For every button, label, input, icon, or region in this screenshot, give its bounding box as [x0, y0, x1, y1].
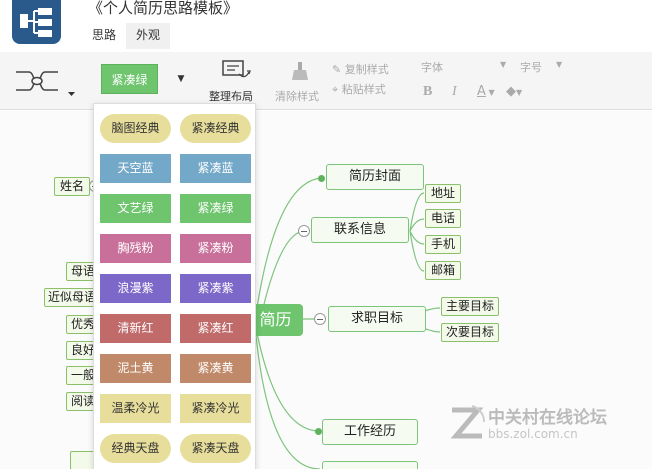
node-dot [318, 175, 325, 182]
theme-option[interactable]: 紧凑经典 [180, 114, 251, 143]
watermark: 中关村在线论坛 bbs.zol.com.cn [448, 400, 648, 450]
mindmap-leaf-secondary-goal[interactable]: 次要目标 [441, 323, 499, 342]
watermark-title: 中关村在线论坛 [488, 408, 607, 428]
toolbar: 紧凑绿 ▼ 整理布局 清除样式 ✎ 复制样式 ⌖ 粘贴样式 字体 ▼ 字号 ▼ … [0, 52, 652, 110]
font-color-button[interactable]: A ▼ [477, 84, 495, 99]
theme-option[interactable]: 紧凑紫 [180, 274, 251, 303]
tab-bar: 思路 外观 [82, 23, 171, 49]
mindmap-node-partial[interactable] [322, 461, 418, 469]
mindmap-leaf-reading[interactable]: 阅读 [66, 392, 100, 411]
structure-icon [16, 71, 58, 91]
theme-option[interactable]: 脑图经典 [100, 114, 171, 143]
theme-option[interactable]: 温柔冷光 [100, 394, 171, 423]
paint-bucket-icon: ◆ [506, 84, 516, 99]
layout-icon [222, 60, 251, 78]
layout-label: 整理布局 [209, 90, 253, 103]
bold-button[interactable]: B [423, 84, 433, 99]
layout-button[interactable]: 整理布局 [205, 58, 263, 103]
theme-option[interactable]: 紧凑黄 [180, 354, 251, 383]
theme-dropdown-button[interactable]: ▼ [172, 64, 190, 94]
theme-option[interactable]: 胸残粉 [100, 234, 171, 263]
theme-dropdown-panel: 脑图经典 紧凑经典 天空蓝 紧凑蓝 文艺绿 紧凑绿 胸残粉 紧凑粉 浪漫紫 紧凑… [93, 103, 256, 469]
mindmap-root[interactable]: 简历 [248, 304, 303, 336]
chevron-down-icon [68, 92, 75, 96]
theme-option[interactable]: 紧凑蓝 [180, 154, 251, 183]
clear-style-label: 清除样式 [275, 90, 319, 103]
collapse-toggle[interactable] [314, 313, 326, 325]
theme-option[interactable]: 文艺绿 [100, 194, 171, 223]
theme-option[interactable]: 紧凑冷光 [180, 394, 251, 423]
document-title: 《个人简历思路模板》 [88, 0, 239, 17]
mindmap-node-objective[interactable]: 求职目标 [328, 306, 426, 332]
mindmap-leaf-primary-goal[interactable]: 主要目标 [441, 297, 499, 316]
chevron-down-icon[interactable]: ▼ [500, 60, 507, 69]
italic-button[interactable]: I [452, 84, 457, 99]
broom-icon [292, 62, 308, 80]
collapse-toggle[interactable] [298, 225, 310, 237]
zol-logo-icon [450, 405, 486, 439]
font-family-select[interactable]: 字体 [421, 61, 443, 74]
mindmap-leaf-mother-tongue[interactable]: 母语 [66, 262, 100, 281]
theme-option[interactable]: 经典天盘 [100, 434, 171, 463]
clear-style-button[interactable]: 清除样式 [272, 58, 328, 103]
mindmap-node-contact[interactable]: 联系信息 [311, 217, 409, 243]
chevron-down-icon: ▼ [516, 88, 523, 97]
theme-option[interactable]: 浪漫紫 [100, 274, 171, 303]
app-logo-icon [12, 0, 61, 44]
theme-option[interactable]: 清新红 [100, 314, 171, 343]
theme-option[interactable]: 紧凑绿 [180, 194, 251, 223]
fill-color-button[interactable]: ◆▼ [506, 84, 522, 99]
theme-option[interactable]: 紧凑粉 [180, 234, 251, 263]
tab-appearance[interactable]: 外观 [126, 23, 171, 49]
title-bar: 《个人简历思路模板》 思路 外观 [0, 0, 652, 52]
mindmap-leaf-fair[interactable]: 一般 [66, 366, 100, 385]
mindmap-node-work[interactable]: 工作经历 [322, 419, 418, 445]
font-size-select[interactable]: 字号 [520, 61, 542, 74]
tab-idea[interactable]: 思路 [92, 28, 117, 42]
theme-option[interactable]: 天空蓝 [100, 154, 171, 183]
mindmap-node-cover[interactable]: 简历封面 [326, 164, 424, 190]
copy-style-button[interactable]: ✎ 复制样式 [332, 63, 389, 76]
mindmap-leaf-email[interactable]: 邮箱 [425, 261, 461, 280]
chevron-down-icon[interactable]: ▼ [556, 60, 563, 69]
mindmap-leaf-address[interactable]: 地址 [425, 184, 461, 203]
chevron-down-icon: ▼ [177, 74, 185, 84]
mindmap-leaf-mobile[interactable]: 手机 [425, 235, 461, 254]
mindmap-leaf-phone[interactable]: 电话 [425, 209, 461, 228]
theme-option[interactable]: 紧凑天盘 [180, 434, 251, 463]
paste-style-button[interactable]: ⌖ 粘贴样式 [332, 83, 386, 96]
mindmap-leaf-excellent[interactable]: 优秀 [66, 315, 100, 334]
mindmap-leaf-name[interactable]: 姓名 [54, 177, 90, 196]
copy-style-icon: ✎ [332, 63, 345, 76]
node-dot [315, 428, 322, 435]
theme-select[interactable]: 紧凑绿 [101, 64, 158, 94]
paste-style-icon: ⌖ [332, 83, 342, 96]
watermark-url: bbs.zol.com.cn [488, 427, 578, 441]
theme-option[interactable]: 紧凑红 [180, 314, 251, 343]
structure-button[interactable] [12, 60, 80, 104]
chevron-down-icon: ▼ [485, 88, 495, 97]
theme-option[interactable]: 泥土黄 [100, 354, 171, 383]
mindmap-leaf-near-native[interactable]: 近似母语 [44, 288, 100, 307]
